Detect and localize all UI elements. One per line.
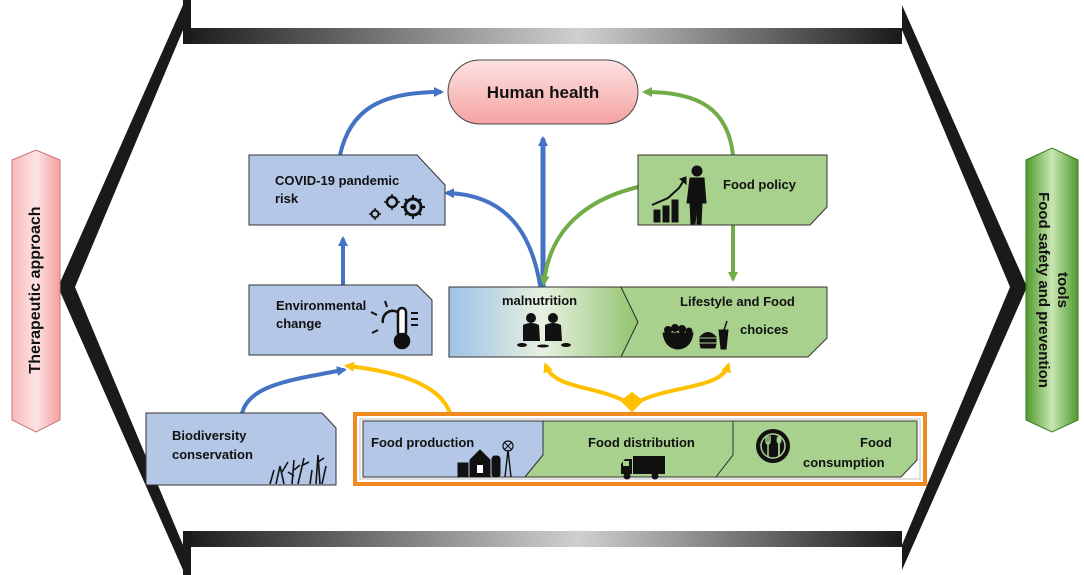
plate-fork-spoon-icon xyxy=(756,429,790,463)
therapeutic-approach-label: Therapeutic approach xyxy=(11,149,61,433)
biodiversity-label-line1: Biodiversity xyxy=(172,428,247,443)
biodiversity-label-line2: conservation xyxy=(172,447,253,462)
human-health-node: Human health xyxy=(447,59,639,125)
covid-label-line2: risk xyxy=(275,191,299,206)
arrow-covid-to-health xyxy=(338,87,444,157)
vegetation-icon xyxy=(269,454,327,485)
malnourished-people-icon xyxy=(517,313,571,348)
arrow-policy-to-malnutrition xyxy=(539,185,640,286)
lifestyle-label-line1: Lifestyle and Food xyxy=(680,294,795,309)
covid-label-line1: COVID-19 pandemic xyxy=(275,173,399,188)
connection-arrows xyxy=(240,87,738,415)
covid-risk-node: COVID-19 pandemic risk xyxy=(248,154,446,226)
policy-growth-chart-icon xyxy=(651,165,707,225)
food-production-node: Food production xyxy=(362,420,544,478)
food-safety-text-line1: Food safety and prevention xyxy=(1035,192,1052,388)
food-policy-node: Food policy xyxy=(637,154,828,226)
biodiversity-node: Biodiversity conservation xyxy=(145,412,337,486)
arrow-malnutrition-to-covid xyxy=(444,188,542,287)
arrow-foodchain-to-environment xyxy=(344,361,452,415)
malnutrition-label: malnutrition xyxy=(502,293,577,308)
food-production-label: Food production xyxy=(371,435,474,450)
lifestyle-label-line2: choices xyxy=(740,322,788,337)
food-distribution-label: Food distribution xyxy=(588,435,695,450)
therapeutic-approach-text: Therapeutic approach xyxy=(27,206,44,373)
environment-label-line2: change xyxy=(276,316,322,331)
outer-frame xyxy=(58,0,1027,575)
arrow-policy-to-health xyxy=(642,87,735,157)
thermometer-sun-icon xyxy=(370,300,418,350)
farm-barn-icon xyxy=(457,440,514,478)
environment-label-line1: Environmental xyxy=(276,298,366,313)
covid-virus-icon xyxy=(369,194,425,220)
salad-burger-drink-icon xyxy=(662,320,729,350)
food-chain-frame: Food production Food distribution xyxy=(353,412,927,486)
food-distribution-node: Food distribution xyxy=(523,420,734,480)
environmental-change-node: Environmental change xyxy=(248,284,433,356)
arrow-biodiversity-to-environment xyxy=(240,366,347,415)
delivery-truck-icon xyxy=(621,456,665,480)
food-safety-text-line2: tools xyxy=(1054,272,1071,308)
arrow-foodchain-to-malnutrition xyxy=(543,362,634,407)
food-safety-label: Food safety and prevention tools xyxy=(1025,147,1079,433)
food-policy-label: Food policy xyxy=(723,177,797,192)
food-consumption-node: Food consumption xyxy=(714,420,918,478)
lifestyle-choices-node: Lifestyle and Food choices xyxy=(620,286,828,358)
food-consumption-label-line2: consumption xyxy=(803,455,885,470)
malnutrition-node: malnutrition xyxy=(448,286,639,358)
human-health-title: Human health xyxy=(487,83,599,102)
food-consumption-label-line1: Food xyxy=(860,435,892,450)
arrow-foodchain-to-lifestyle xyxy=(630,362,731,407)
